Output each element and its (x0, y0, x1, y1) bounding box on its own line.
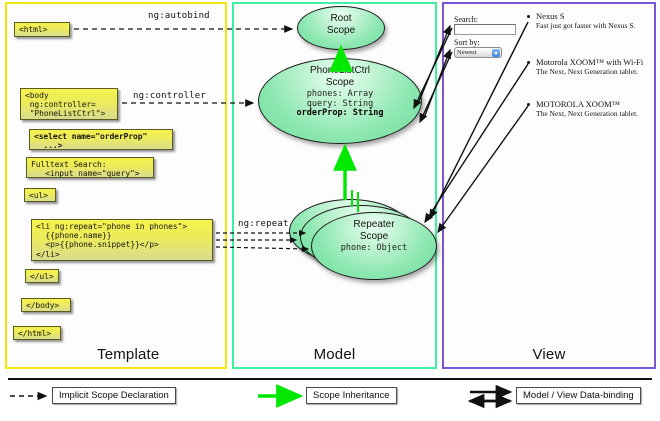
connector-label-ng-repeat: ng:repeat (238, 219, 289, 229)
list-item: Motorola XOOM™ with Wi-Fi The Next, Next… (527, 57, 652, 77)
scope-prop-orderprop: orderProp: String (296, 108, 384, 119)
legend: Implicit Scope Declaration Scope Inherit… (0, 378, 660, 421)
legend-item-model-view-data-binding: Model / View Data-binding (516, 387, 641, 404)
code-box-html-open: <html> (14, 22, 70, 37)
bullet-icon (527, 60, 530, 64)
list-item: MOTOROLA XOOM™ The Next, Next Generation… (527, 99, 652, 119)
phone-snippet: The Next, Next Generation tablet. (536, 67, 639, 76)
panel-template-label: Template (97, 346, 160, 363)
code-box-ul-close: </ul> (25, 269, 59, 283)
panel-template: Template (5, 2, 227, 369)
panel-view-label: View (532, 346, 566, 363)
legend-item-implicit-scope-declaration: Implicit Scope Declaration (52, 387, 176, 404)
scope-phonelistctrl-title: PhoneListCtrl Scope (309, 65, 371, 88)
scope-repeater-props: phone: Object (312, 243, 436, 254)
bullet-icon (527, 102, 530, 106)
phone-snippet: The Next, Next Generation tablet. (536, 109, 639, 118)
panel-model: Model (232, 2, 437, 369)
scope-root-title: Root Scope (326, 13, 356, 36)
phone-name: Nexus S (536, 11, 565, 21)
view-sort-label: Sort by: (454, 38, 480, 47)
code-box-search-tag: Fulltext Search: <input name="query"> (26, 157, 154, 178)
phone-name: Motorola XOOM™ with Wi-Fi (536, 57, 644, 67)
sort-by-selected-value: Newest (457, 49, 477, 56)
bullet-icon (527, 14, 530, 18)
code-box-body-open: <body ng:controller= "PhoneListCtrl"> (20, 88, 118, 120)
scope-prop-phones: phones: Array (306, 89, 374, 99)
scope-phonelistctrl-props: phones: Array query: String orderProp: S… (259, 89, 421, 119)
connector-label-ng-controller: ng:controller (133, 91, 207, 101)
code-box-ul-open: <ul> (24, 188, 56, 202)
code-box-body-close: </body> (21, 298, 71, 312)
scope-repeater: Repeater Scope phone: Object (311, 212, 437, 280)
scope-root: Root Scope (297, 6, 385, 50)
code-box-li-repeat: <li ng:repeat="phone in phones"> {{phone… (31, 219, 213, 261)
legend-divider (8, 378, 652, 380)
scope-prop-query: query: String (306, 98, 374, 109)
connector-label-ng-autobind: ng:autobind (148, 11, 210, 21)
sort-by-select[interactable]: Newest (454, 47, 502, 58)
scope-repeater-title: Repeater Scope (353, 219, 395, 242)
code-box-html-close: </html> (13, 326, 61, 340)
scope-prop-phone: phone: Object (340, 243, 408, 253)
chevron-down-icon (492, 49, 500, 57)
search-input[interactable] (454, 24, 516, 35)
view-search-label: Search: (454, 15, 478, 24)
scope-phonelistctrl: PhoneListCtrl Scope phones: Array query:… (258, 58, 422, 144)
phone-snippet: Fast just got faster with Nexus S. (536, 21, 636, 30)
list-item: Nexus S Fast just got faster with Nexus … (527, 11, 652, 31)
code-box-select-tag: <select name="orderProp" ...> (29, 129, 173, 150)
legend-item-scope-inheritance: Scope Inheritance (306, 387, 397, 404)
panel-model-label: Model (313, 346, 356, 363)
phone-name: MOTOROLA XOOM™ (536, 99, 620, 109)
